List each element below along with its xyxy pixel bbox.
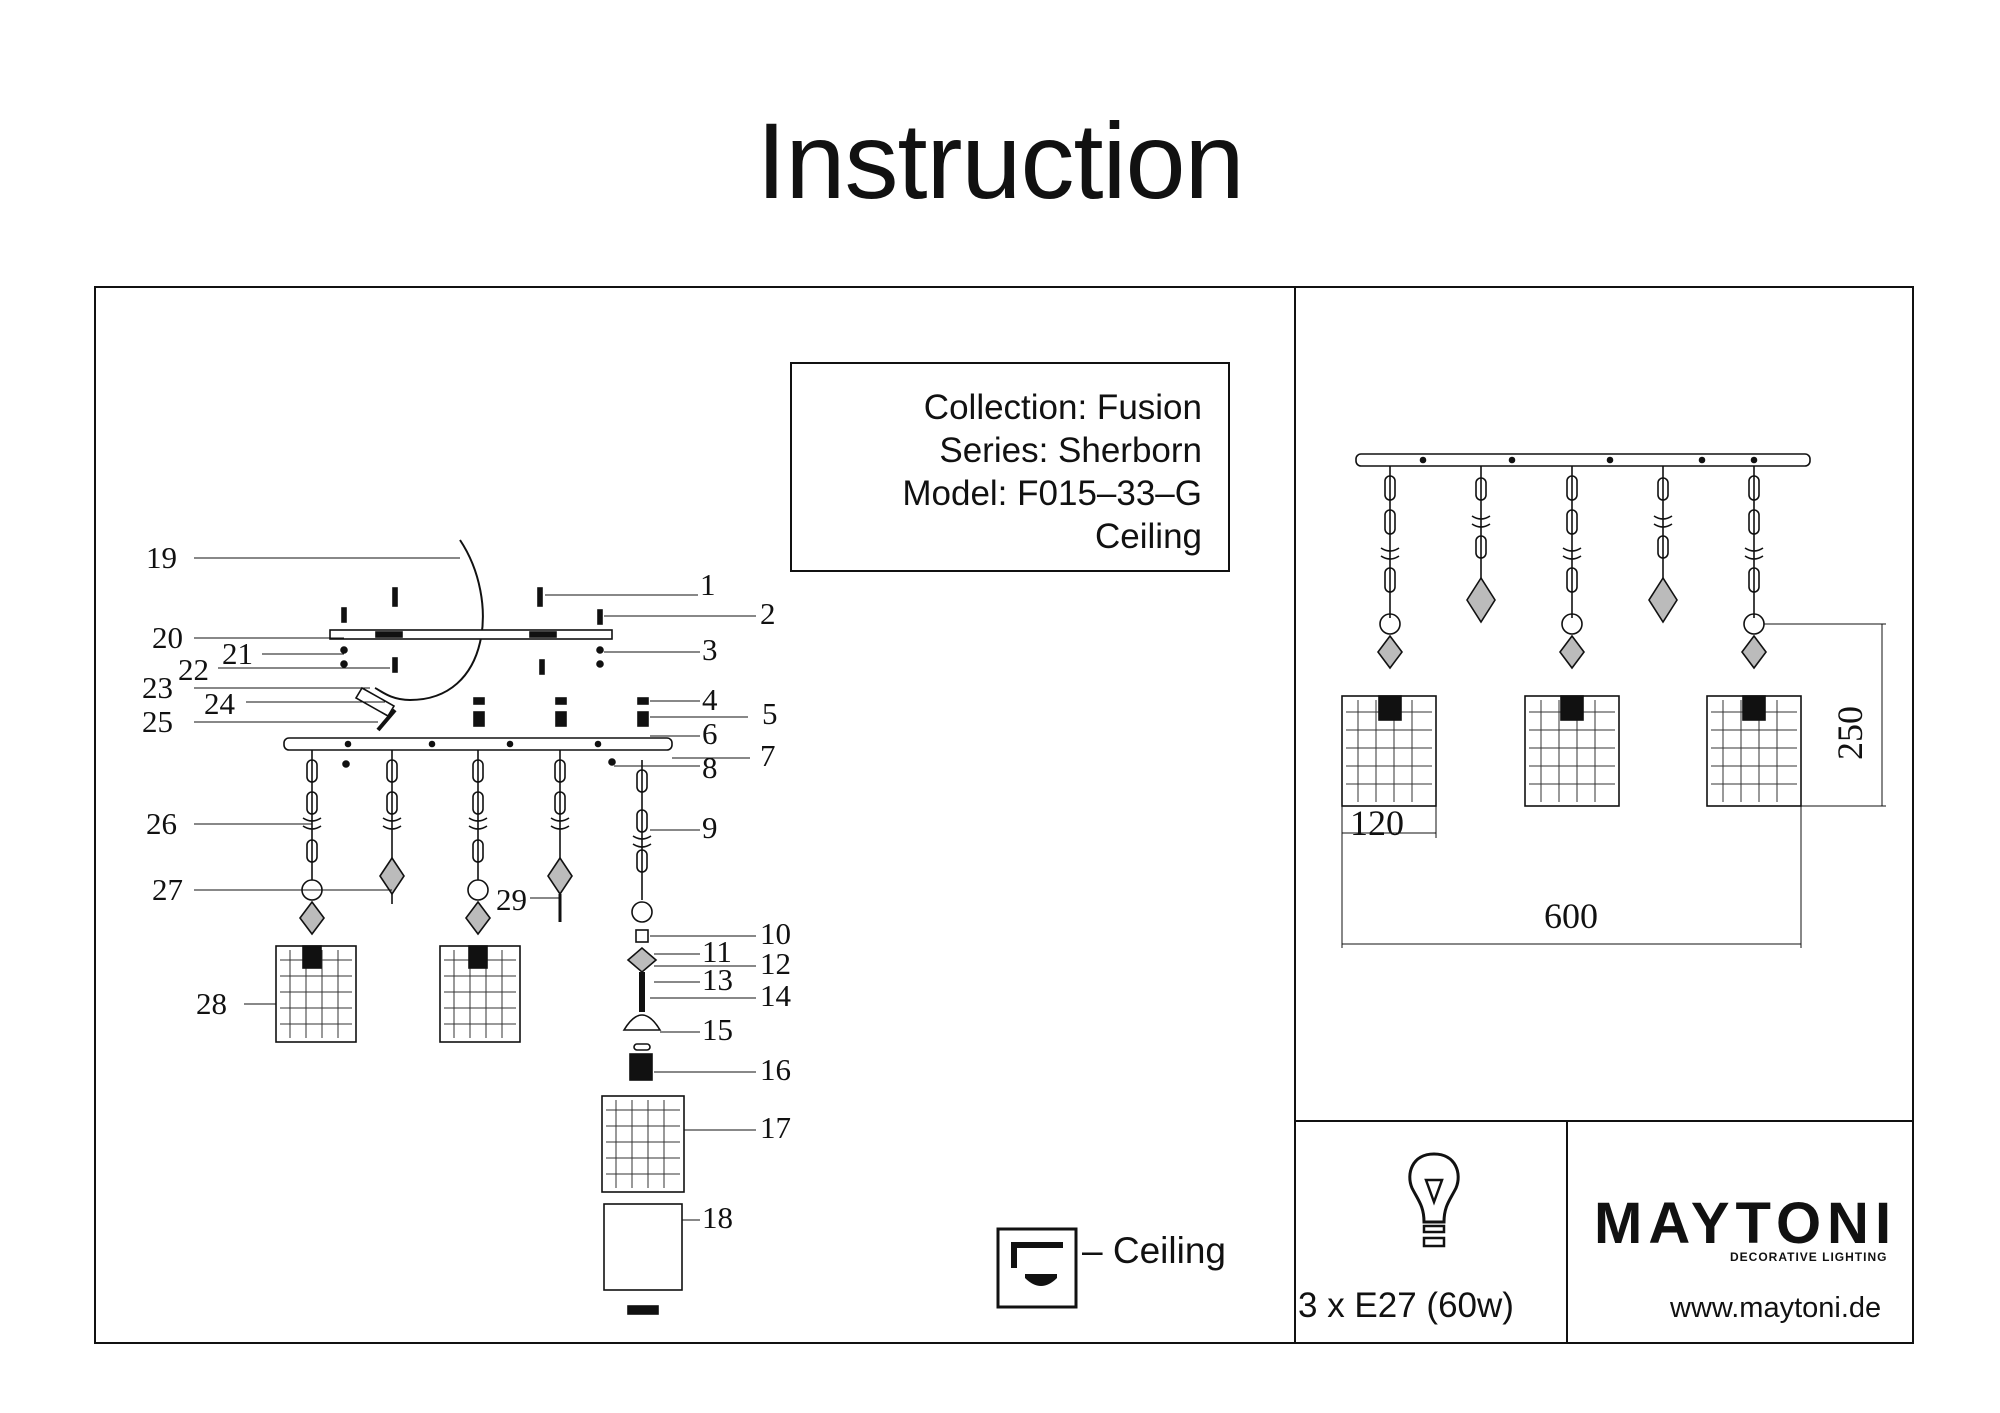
dimension-shade-width: 120 bbox=[1350, 803, 1404, 843]
bulb-spec: 3 x E27 (60w) bbox=[1298, 1286, 1514, 1325]
callout-22: 22 bbox=[178, 652, 209, 687]
exploded-assembly-diagram: 1 2 3 4 5 6 7 8 9 10 11 12 13 14 15 16 1… bbox=[142, 539, 792, 1315]
callout-18: 18 bbox=[702, 1200, 733, 1235]
type-label: Ceiling bbox=[1095, 517, 1202, 556]
callout-25: 25 bbox=[142, 704, 173, 739]
callout-27: 27 bbox=[152, 872, 183, 907]
callout-11: 11 bbox=[702, 934, 732, 969]
light-bulb-icon bbox=[1408, 1152, 1460, 1248]
callout-28: 28 bbox=[196, 986, 227, 1021]
callout-7: 7 bbox=[760, 738, 776, 773]
callout-17: 17 bbox=[760, 1110, 791, 1145]
website-link[interactable]: www.maytoni.de bbox=[1670, 1292, 1882, 1324]
product-info-box: Collection: Fusion Series: Sherborn Mode… bbox=[790, 362, 1230, 572]
brand-logo: MAYTONI bbox=[1594, 1191, 1898, 1256]
dimension-height: 250 bbox=[1830, 706, 1870, 760]
callout-6: 6 bbox=[702, 716, 718, 751]
ceiling-legend-text: – Ceiling bbox=[1082, 1230, 1226, 1271]
callout-21: 21 bbox=[222, 636, 253, 671]
frame-divider-vertical bbox=[1294, 286, 1296, 1344]
ceiling-mount-icon bbox=[996, 1227, 1078, 1309]
callout-20: 20 bbox=[152, 620, 183, 655]
brand-tagline: DECORATIVE LIGHTING bbox=[1730, 1250, 1888, 1264]
dimension-drawing: 250 600 120 bbox=[1341, 453, 1886, 948]
collection-label: Collection: Fusion bbox=[923, 388, 1202, 427]
callout-9: 9 bbox=[702, 810, 718, 845]
frame-divider-bottom bbox=[1566, 1120, 1568, 1344]
callout-12: 12 bbox=[760, 946, 791, 981]
callout-26: 26 bbox=[146, 806, 177, 841]
callout-19: 19 bbox=[146, 540, 177, 575]
callout-5: 5 bbox=[762, 696, 778, 731]
callout-24: 24 bbox=[204, 686, 236, 721]
callout-15: 15 bbox=[702, 1012, 733, 1047]
callout-14: 14 bbox=[760, 978, 792, 1013]
callout-13: 13 bbox=[702, 962, 733, 997]
frame-divider-horizontal bbox=[1294, 1120, 1914, 1122]
main-frame bbox=[94, 286, 1914, 1344]
callout-1: 1 bbox=[700, 567, 716, 602]
callout-4: 4 bbox=[702, 682, 718, 717]
callout-10: 10 bbox=[760, 916, 791, 951]
callout-2: 2 bbox=[760, 596, 776, 631]
callout-8: 8 bbox=[702, 750, 718, 785]
dimension-width: 600 bbox=[1544, 896, 1598, 936]
callout-23: 23 bbox=[142, 670, 173, 705]
page-title: Instruction bbox=[756, 100, 1244, 221]
callout-29: 29 bbox=[496, 882, 527, 917]
callout-3: 3 bbox=[702, 632, 718, 667]
series-label: Series: Sherborn bbox=[939, 431, 1202, 470]
callout-16: 16 bbox=[760, 1052, 791, 1087]
model-label: Model: F015–33–G bbox=[902, 474, 1202, 513]
